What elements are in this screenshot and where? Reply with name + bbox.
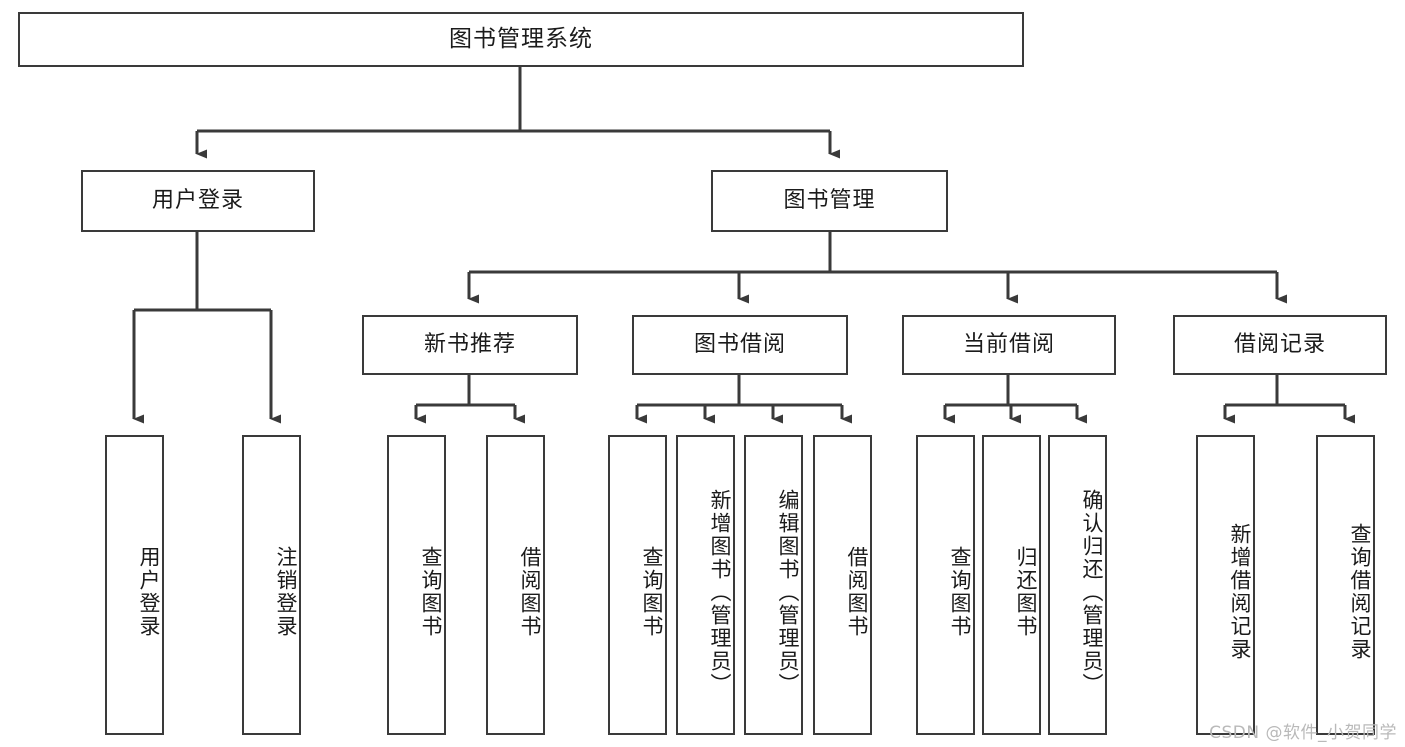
node-book-manage[interactable]: 图书管理 (711, 170, 948, 232)
node-current-borrow[interactable]: 当前借阅 (902, 315, 1116, 375)
node-user-login-label: 用户登录 (151, 187, 244, 213)
node-root[interactable]: 图书管理系统 (18, 12, 1024, 67)
node-new-book-recommend[interactable]: 新书推荐 (362, 315, 578, 375)
node-leaf-user-login-label: 用户登录 (137, 546, 161, 638)
node-leaf-current-return-book[interactable]: 归还图书 (982, 435, 1041, 735)
node-book-borrow-label: 图书借阅 (693, 331, 786, 357)
node-leaf-recommend-borrow-book[interactable]: 借阅图书 (486, 435, 545, 735)
node-user-login[interactable]: 用户登录 (81, 170, 315, 232)
node-leaf-borrow-borrow-book[interactable]: 借阅图书 (813, 435, 872, 735)
node-leaf-record-query-label: 查询借阅记录 (1348, 523, 1372, 661)
node-new-book-recommend-label: 新书推荐 (423, 331, 516, 357)
node-borrow-record[interactable]: 借阅记录 (1173, 315, 1387, 375)
node-leaf-borrow-edit-book[interactable]: 编辑图书（管理员） (744, 435, 803, 735)
node-leaf-logout-label: 注销登录 (274, 546, 298, 638)
node-leaf-recommend-query-book[interactable]: 查询图书 (387, 435, 446, 735)
node-leaf-record-query[interactable]: 查询借阅记录 (1316, 435, 1375, 735)
node-leaf-recommend-borrow-book-label: 借阅图书 (518, 546, 542, 638)
node-book-manage-label: 图书管理 (783, 187, 876, 213)
node-book-borrow[interactable]: 图书借阅 (632, 315, 848, 375)
node-borrow-record-label: 借阅记录 (1233, 331, 1326, 357)
node-root-label: 图书管理系统 (449, 25, 593, 52)
node-leaf-current-confirm-return[interactable]: 确认归还（管理员） (1048, 435, 1107, 735)
node-leaf-borrow-add-book-label: 新增图书（管理员） (708, 488, 732, 696)
node-leaf-user-login[interactable]: 用户登录 (105, 435, 164, 735)
node-leaf-current-query-book-label: 查询图书 (948, 546, 972, 638)
node-leaf-current-return-book-label: 归还图书 (1014, 546, 1038, 638)
node-leaf-borrow-add-book[interactable]: 新增图书（管理员） (676, 435, 735, 735)
node-current-borrow-label: 当前借阅 (962, 331, 1055, 357)
watermark: CSDN @软件_小贺同学 (1209, 723, 1397, 743)
node-leaf-logout[interactable]: 注销登录 (242, 435, 301, 735)
node-leaf-record-add-label: 新增借阅记录 (1228, 523, 1252, 661)
node-leaf-borrow-query-book[interactable]: 查询图书 (608, 435, 667, 735)
node-leaf-current-query-book[interactable]: 查询图书 (916, 435, 975, 735)
node-leaf-borrow-query-book-label: 查询图书 (640, 546, 664, 638)
node-leaf-record-add[interactable]: 新增借阅记录 (1196, 435, 1255, 735)
node-leaf-recommend-query-book-label: 查询图书 (419, 546, 443, 638)
node-leaf-borrow-edit-book-label: 编辑图书（管理员） (776, 488, 800, 696)
node-leaf-current-confirm-return-label: 确认归还（管理员） (1080, 488, 1104, 696)
node-leaf-borrow-borrow-book-label: 借阅图书 (845, 546, 869, 638)
